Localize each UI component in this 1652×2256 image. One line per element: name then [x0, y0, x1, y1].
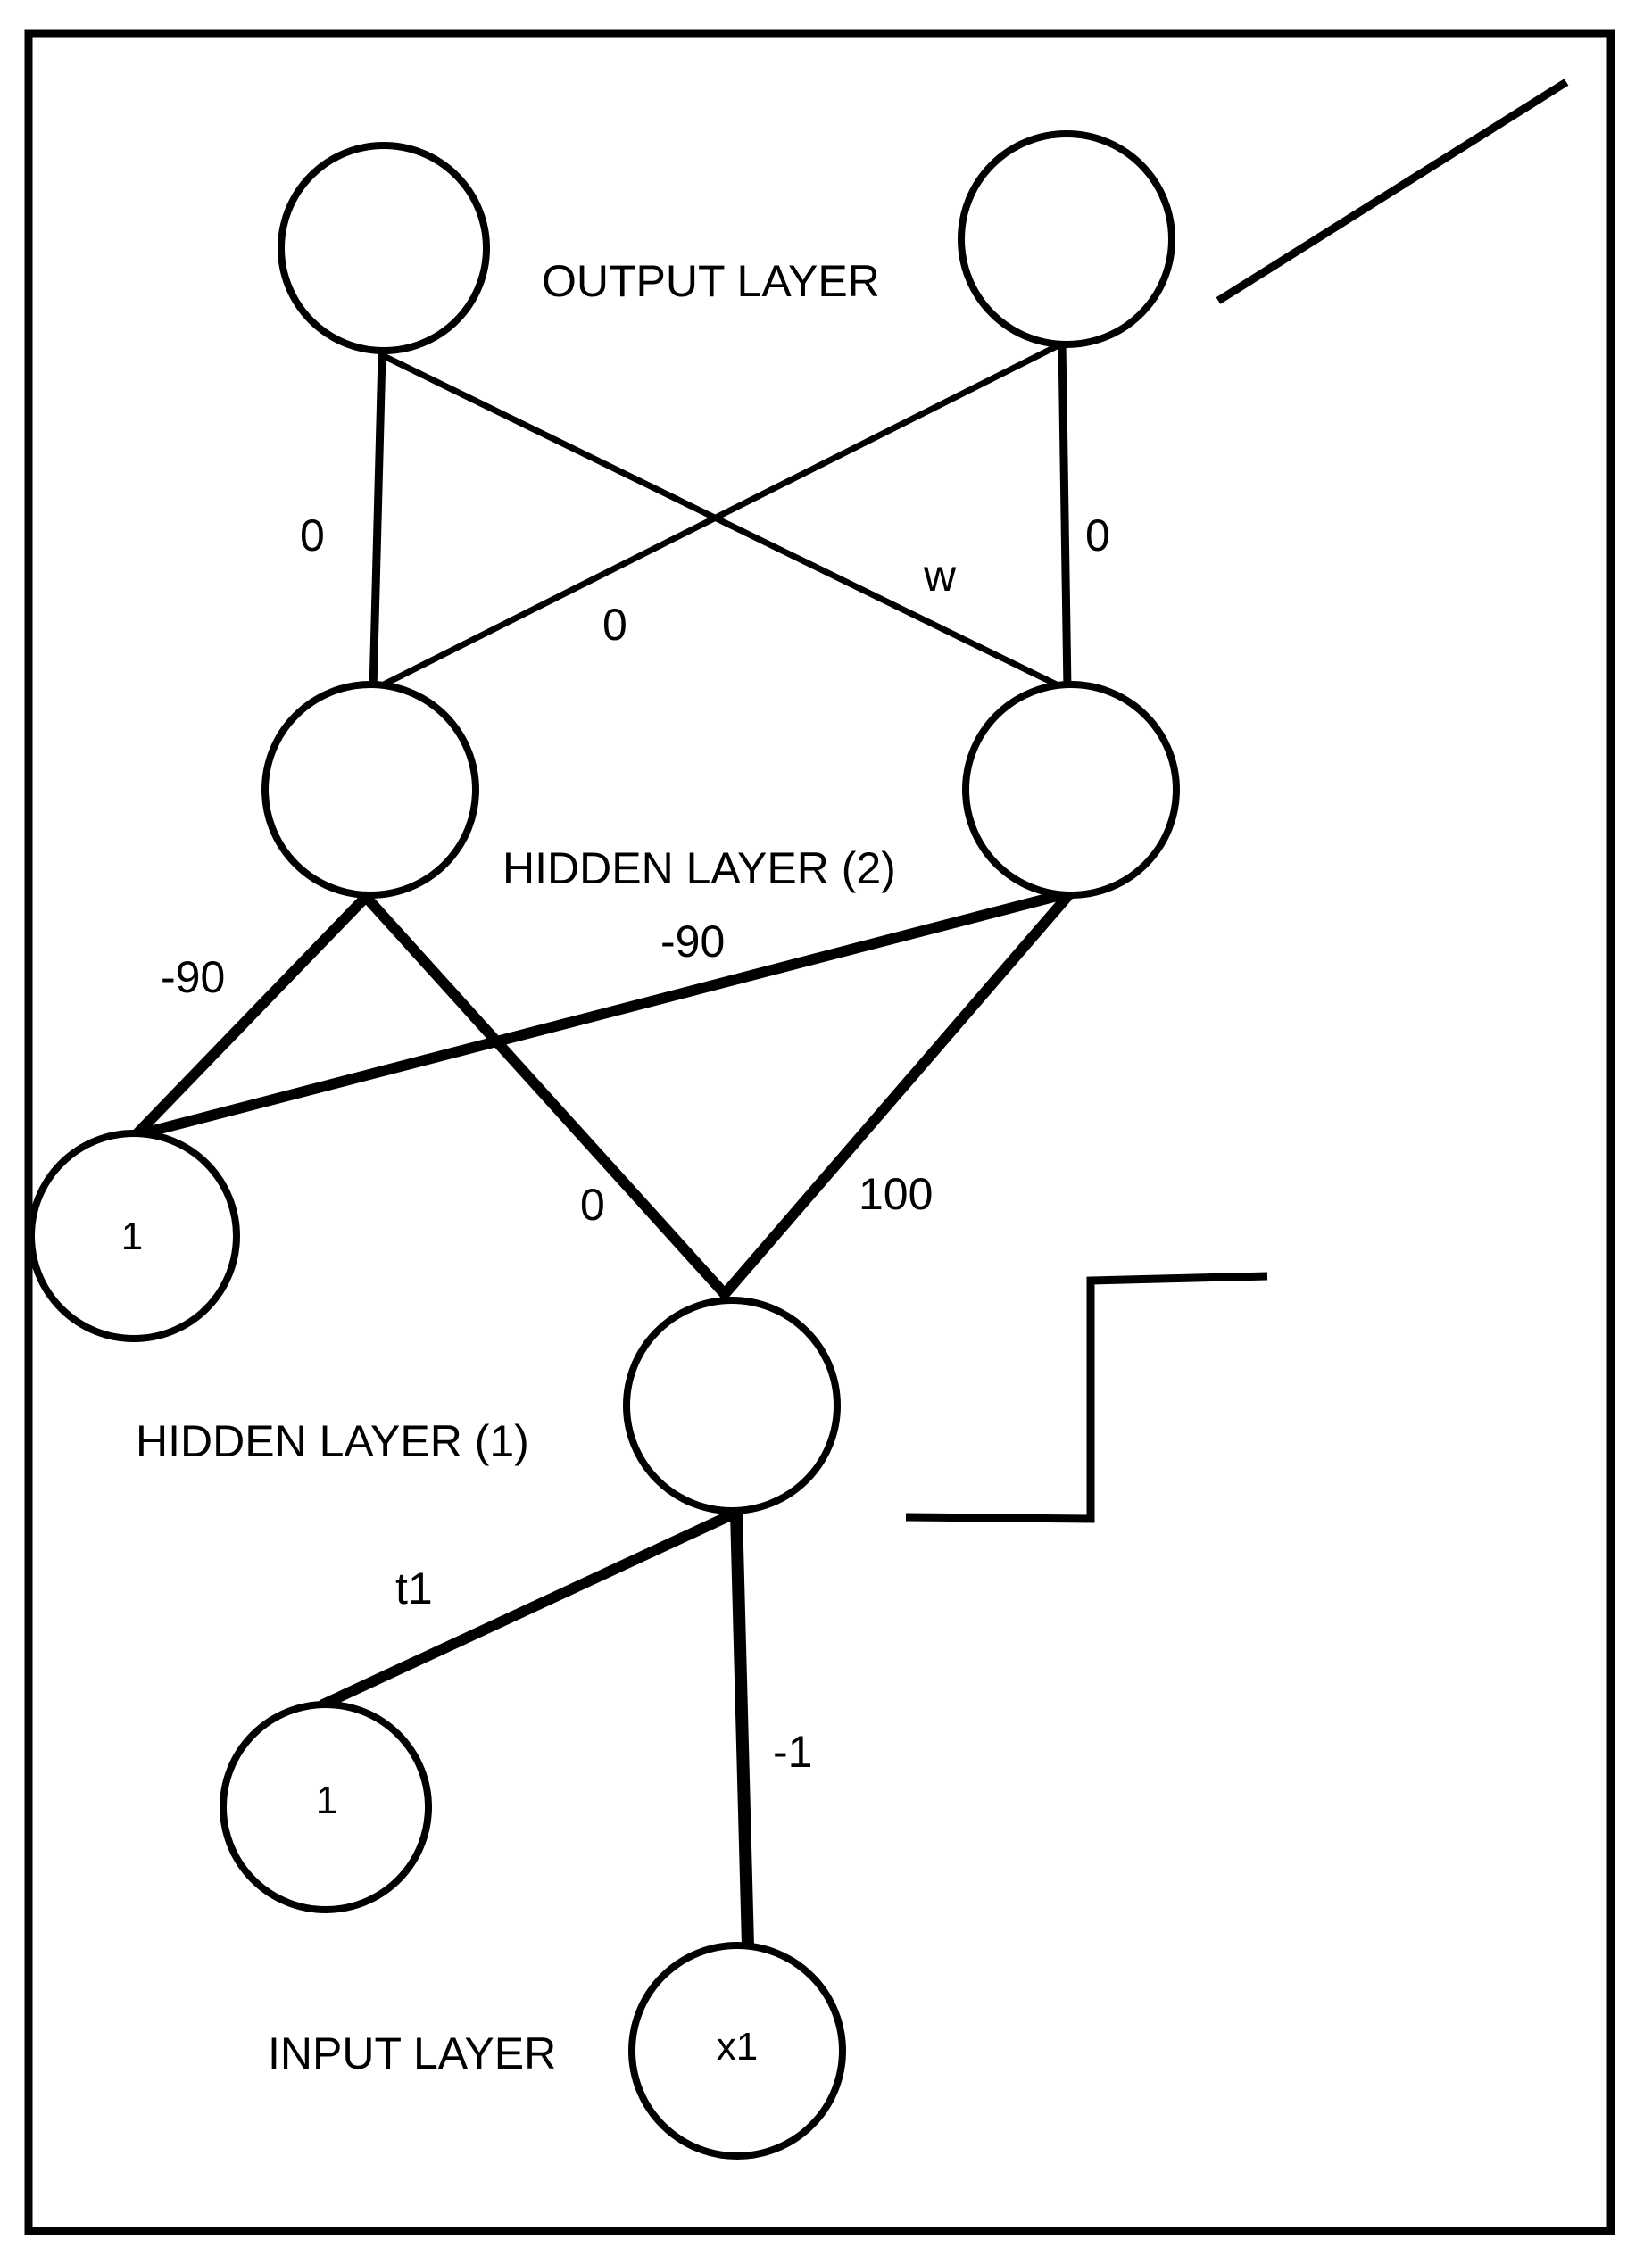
node-output-left [278, 142, 490, 354]
hidden-layer-2-label: HIDDEN LAYER (2) [502, 843, 896, 893]
edge-x1-h1 [730, 1506, 754, 1952]
node-bias-hidden1 [220, 1701, 432, 1913]
edge-out-right-h2-left [369, 340, 1066, 693]
edge-h1-h2-left [361, 892, 730, 1299]
weight-h1-h2L: 0 [580, 1180, 605, 1230]
weight-outL-h2R: w [923, 551, 957, 601]
weight-bias-h1: t1 [395, 1563, 433, 1613]
weight-outL-h2L: 0 [300, 510, 325, 560]
edge-bias-h2-right [130, 887, 1076, 1140]
bias-hidden2-node-label: 1 [121, 1215, 143, 1258]
diagram-frame [24, 29, 1615, 2235]
edge-out-left-h2-right [378, 352, 1071, 693]
weight-bias-h2L: -90 [161, 952, 225, 1002]
node-hidden2-left [261, 681, 479, 899]
weight-h1-h2R: 100 [859, 1169, 933, 1219]
input-x1-node-label: x1 [717, 2025, 758, 2069]
edge-bias-h2-left [130, 892, 371, 1140]
step-activation-sketch [905, 1272, 1268, 1523]
bias-hidden1-node-label: 1 [316, 1779, 337, 1822]
weight-x1-h1: -1 [773, 1727, 812, 1777]
weight-outR-h2L: 0 [602, 600, 627, 650]
node-bias-hidden2 [28, 1130, 240, 1342]
output-layer-label: OUTPUT LAYER [542, 256, 880, 306]
edge-out-right-h2-right [1058, 339, 1072, 694]
node-hidden2-right [962, 681, 1180, 899]
weight-bias-h2R: -90 [660, 916, 725, 966]
weight-outR-h2R: 0 [1085, 510, 1110, 560]
edge-h1-h2-right [719, 887, 1076, 1299]
edge-bias-h1 [318, 1507, 742, 1710]
hidden-layer-1-label: HIDDEN LAYER (1) [136, 1416, 529, 1466]
node-output-right [958, 130, 1175, 348]
connections [130, 339, 1076, 1952]
linear-activation-sketch [1216, 79, 1569, 304]
edge-out-left-h2-left [369, 351, 386, 694]
node-input-x1 [628, 1942, 846, 2160]
input-layer-label: INPUT LAYER [268, 2028, 556, 2078]
node-hidden1 [623, 1297, 841, 1514]
nodes [28, 130, 1180, 2160]
